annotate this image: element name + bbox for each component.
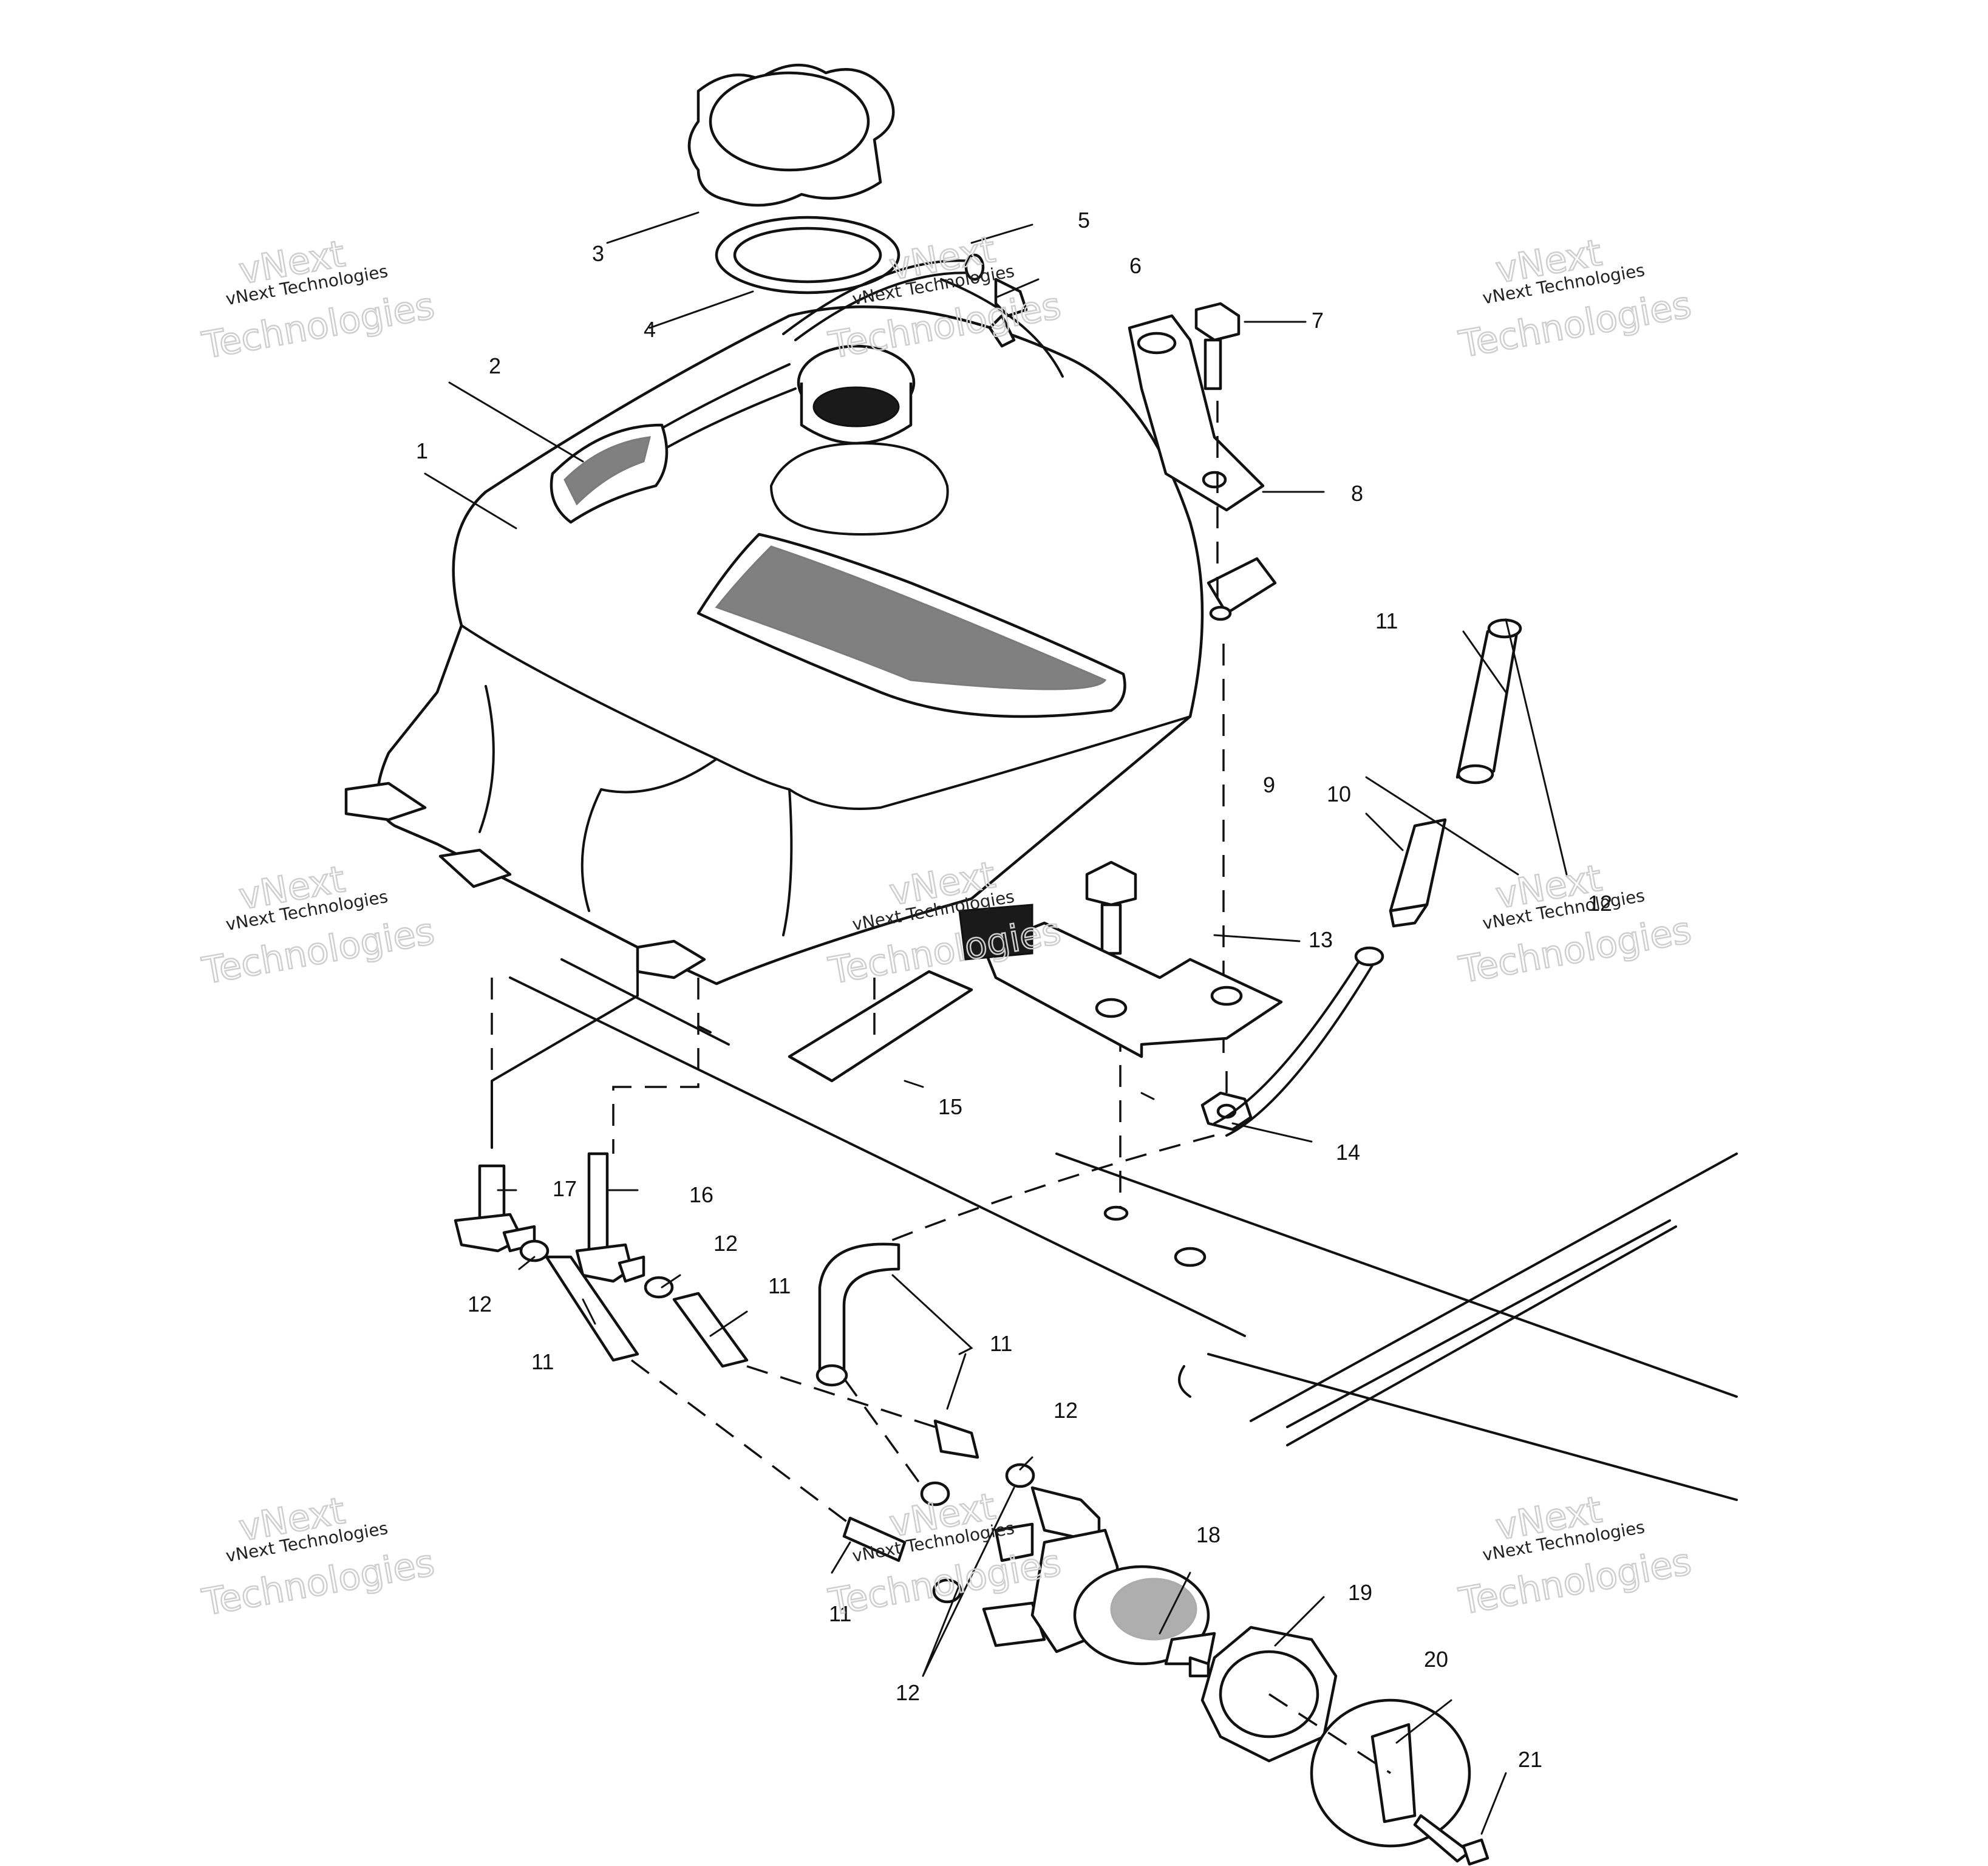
callout-4: 4 [644, 317, 656, 342]
clamp-12-a [1005, 1463, 1035, 1488]
clamp-12-b [920, 1481, 950, 1507]
callout-14: 14 [1336, 1140, 1360, 1165]
callout-11-center: 11 [768, 1273, 791, 1298]
callout-2: 2 [489, 353, 501, 378]
callout-12-right: 12 [1588, 891, 1612, 916]
watermark-mid-left: vNext vNext Technologies Technologies [199, 857, 438, 993]
callout-11-lower: 11 [829, 1601, 851, 1626]
callout-10: 10 [1327, 781, 1351, 806]
callout-12-upper-valve: 12 [1054, 1398, 1078, 1423]
gas-cap [687, 63, 895, 207]
callout-16: 16 [689, 1182, 713, 1207]
callout-13: 13 [1309, 927, 1333, 952]
callout-12-lower: 12 [896, 1680, 920, 1705]
hose-11-short [933, 1419, 979, 1459]
fitting-16 [575, 1152, 645, 1283]
callout-3: 3 [592, 241, 604, 266]
vent-hose [782, 253, 985, 341]
callout-11-bend: 11 [990, 1331, 1012, 1356]
watermark-top-left: vNext vNext Technologies Technologies [199, 232, 438, 368]
tank-decal [550, 423, 1126, 718]
callout-6: 6 [1129, 253, 1142, 278]
hose-11-left [545, 1255, 639, 1362]
clamp-12-mid [644, 1276, 674, 1299]
screw-21 [1413, 1814, 1489, 1866]
hose-11-bend [815, 1242, 900, 1387]
watermark-bottom-center: vNext vNext Technologies Technologies [825, 1485, 1064, 1625]
callout-11-left: 11 [531, 1349, 554, 1374]
upper-fuel-hose [1455, 618, 1522, 785]
callout-1: 1 [416, 438, 428, 463]
frame-rails [509, 958, 1738, 1501]
callout-labels: 1 2 3 4 5 6 7 8 9 10 11 12 13 14 15 16 1… [416, 208, 1612, 1772]
callout-15: 15 [938, 1094, 962, 1119]
lower-bracket [982, 921, 1283, 1058]
bracket-shadow [958, 904, 1033, 961]
tank-bracket [1128, 314, 1277, 621]
clamp-12-left [519, 1239, 550, 1262]
callout-18: 18 [1196, 1522, 1220, 1547]
callout-19: 19 [1348, 1580, 1372, 1605]
hose-11-lower [842, 1516, 907, 1562]
callout-8: 8 [1351, 481, 1363, 506]
callout-5: 5 [1078, 208, 1090, 233]
hose-11-center [672, 1292, 749, 1368]
leader-lines [424, 211, 1568, 1835]
callout-17: 17 [553, 1176, 577, 1201]
callout-9: 9 [1263, 772, 1275, 797]
callout-12-mid: 12 [713, 1231, 738, 1256]
callout-12-left: 12 [468, 1292, 492, 1316]
fuel-valve [982, 1486, 1216, 1678]
tank-pad [788, 970, 973, 1083]
bolt-9 [1085, 860, 1137, 955]
cap-gasket [715, 216, 900, 295]
bolt-7 [1194, 302, 1241, 390]
hose-clamp-right [1354, 946, 1384, 967]
watermark-bottom-left: vNext vNext Technologies Technologies [199, 1489, 438, 1625]
callout-7: 7 [1312, 308, 1324, 333]
callout-20: 20 [1424, 1647, 1448, 1672]
watermark-mid-right: vNext vNext Technologies Technologies [1455, 856, 1695, 992]
fuel-filter [1389, 818, 1447, 928]
fitting-17 [454, 1164, 536, 1253]
watermark-bottom-right: vNext vNext Technologies Technologies [1455, 1488, 1695, 1624]
filler-neck [797, 344, 916, 445]
watermark-top-right: vNext vNext Technologies Technologies [1455, 231, 1695, 367]
callout-21: 21 [1518, 1747, 1542, 1772]
callout-11-top: 11 [1375, 608, 1398, 633]
